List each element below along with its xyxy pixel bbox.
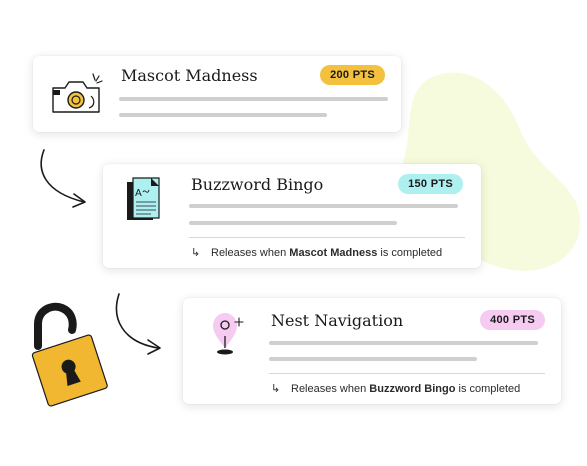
card-title: Mascot Madness	[121, 66, 258, 85]
camera-icon	[52, 73, 103, 113]
points-badge: 150 PTS	[398, 174, 463, 194]
divider	[189, 237, 465, 238]
task-card-mascot-madness[interactable]: Mascot Madness 200 PTS	[33, 56, 401, 132]
card-title: Buzzword Bingo	[191, 175, 324, 194]
task-card-buzzword-bingo[interactable]: A Buzzword Bingo 150 PTS ↳ Releases when …	[103, 164, 481, 268]
card-title: Nest Navigation	[271, 311, 404, 330]
placeholder-bar	[189, 204, 458, 208]
release-task-link[interactable]: Buzzword Bingo	[369, 383, 456, 395]
curved-arrow-icon	[115, 293, 161, 355]
release-condition: ↳ Releases when Mascot Madness is complet…	[191, 246, 442, 259]
release-prefix: Releases when	[211, 247, 287, 259]
points-badge: 200 PTS	[320, 65, 385, 85]
task-card-nest-navigation[interactable]: Nest Navigation 400 PTS ↳ Releases when B…	[183, 298, 561, 404]
map-pin-icon	[213, 313, 244, 355]
release-task-link[interactable]: Mascot Madness	[289, 247, 378, 259]
release-condition: ↳ Releases when Buzzword Bingo is complet…	[271, 382, 520, 395]
release-suffix: is completed	[458, 383, 521, 395]
document-icon: A	[127, 177, 160, 220]
placeholder-bar	[269, 341, 538, 345]
points-badge: 400 PTS	[480, 310, 545, 330]
placeholder-bar	[119, 113, 327, 117]
placeholder-bar	[189, 221, 397, 225]
divider	[269, 373, 545, 374]
unlocked-padlock-icon	[31, 302, 108, 407]
return-arrow-icon: ↳	[191, 247, 201, 259]
placeholder-bar	[119, 97, 388, 101]
return-arrow-icon: ↳	[271, 383, 281, 395]
curved-arrow-icon	[40, 149, 86, 208]
release-prefix: Releases when	[291, 383, 367, 395]
release-suffix: is completed	[380, 247, 443, 259]
svg-text:A: A	[135, 188, 142, 199]
placeholder-bar	[269, 357, 477, 361]
